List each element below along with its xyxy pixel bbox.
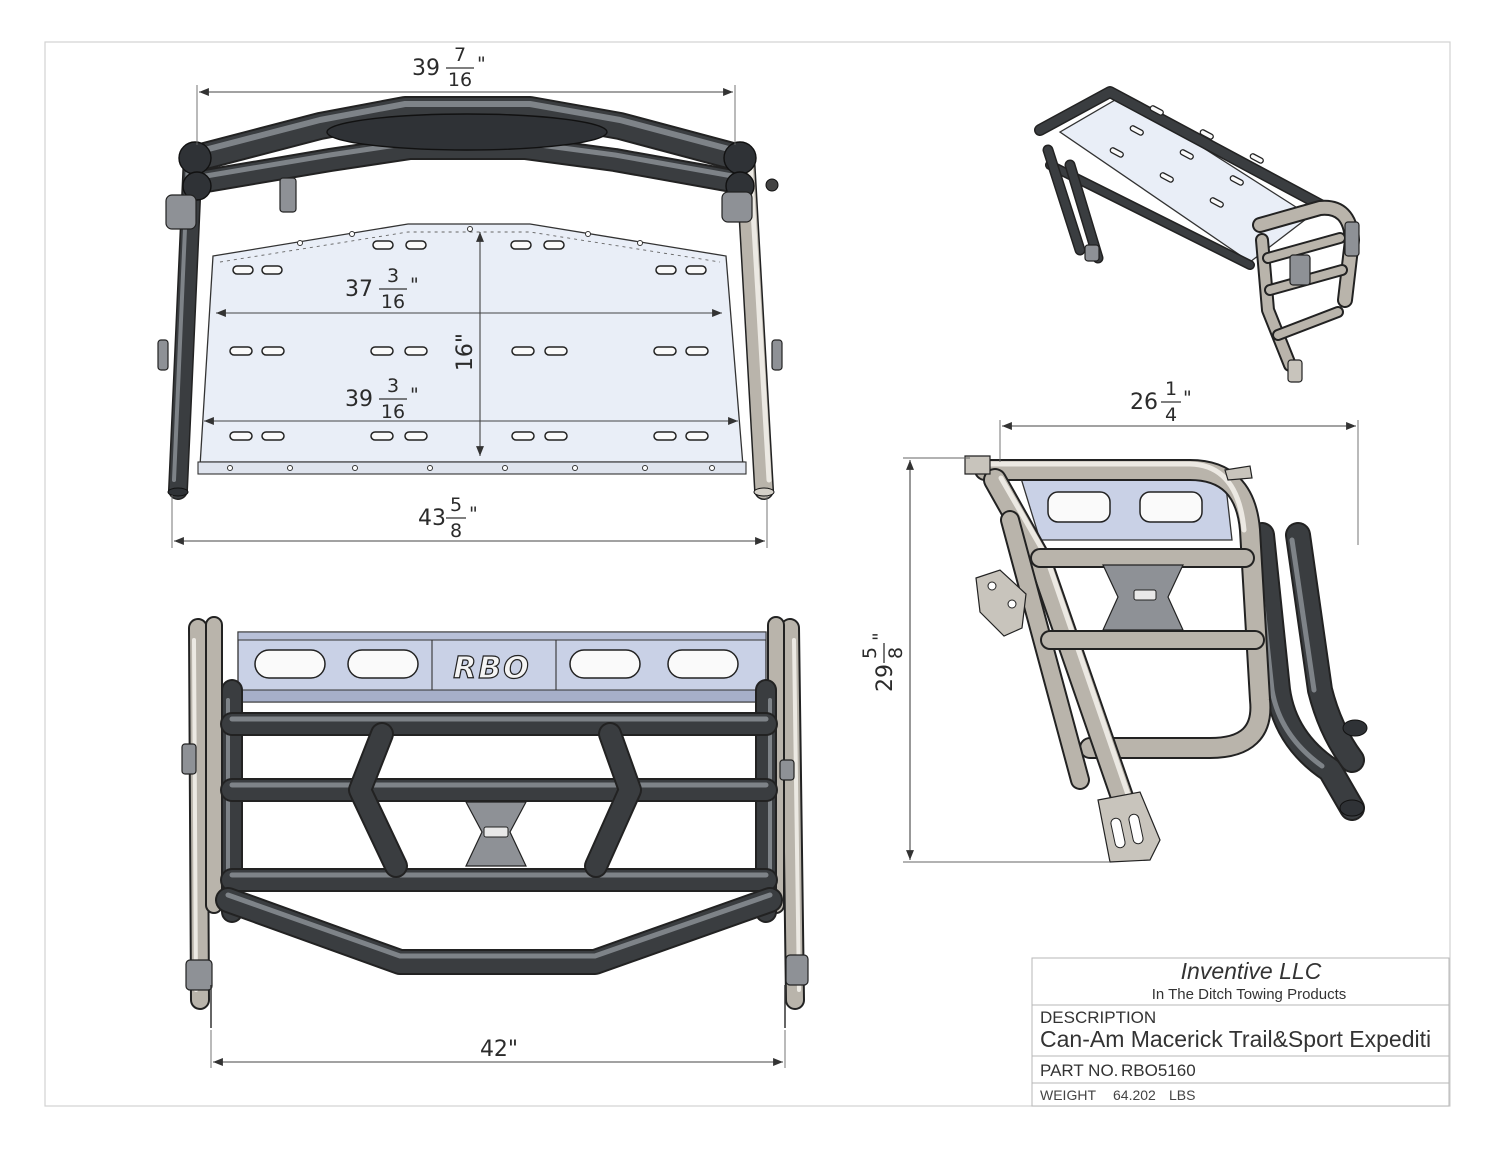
title-block-part-no-value: RBO5160: [1121, 1061, 1196, 1080]
top-view: [157, 96, 783, 500]
top-view-lower-slots: [229, 431, 709, 441]
dim-tray-width-den: 16: [381, 401, 405, 423]
dim-overall-width-unit: ": [469, 503, 478, 525]
dim-side-width: 26 1 4 ": [999, 378, 1359, 545]
title-block: Inventive LLC In The Ditch Towing Produc…: [1031, 957, 1450, 1107]
dim-top-width: 39 7 16 ": [196, 44, 736, 145]
dim-overall-width-whole: 43: [418, 506, 446, 531]
dim-inner-width: 37 3 16 ": [216, 265, 722, 317]
dim-side-height: 29 5 8 ": [859, 457, 1110, 863]
dim-side-width-whole: 26: [1130, 390, 1158, 415]
dim-tray-width-num: 3: [387, 375, 399, 397]
title-block-weight-label: WEIGHT: [1040, 1087, 1096, 1103]
dim-side-height-den: 8: [885, 647, 907, 659]
dim-top-width-den: 16: [448, 69, 472, 91]
dim-depth-text: 16": [453, 333, 478, 371]
dim-side-width-unit: ": [1183, 387, 1192, 409]
dim-tray-width-unit: ": [410, 384, 419, 406]
dim-inner-width-whole: 37: [345, 277, 373, 302]
side-view: [964, 455, 1368, 863]
title-block-description-value: Can-Am Macerick Trail&Sport Expediti: [1040, 1026, 1431, 1052]
title-block-weight-value: 64.202: [1113, 1087, 1156, 1103]
dim-front-width: 42": [210, 1030, 786, 1068]
dim-tray-width: 39 3 16 ": [204, 375, 738, 425]
dim-inner-width-num: 3: [387, 265, 399, 287]
front-view-logo: RBO: [453, 651, 530, 686]
title-block-company: Inventive LLC: [1181, 958, 1322, 984]
dim-side-height-unit: ": [869, 632, 891, 641]
title-block-part-no-label: PART NO.: [1040, 1061, 1118, 1080]
dim-inner-width-den: 16: [381, 291, 405, 313]
dim-overall-width: 43 5 8 ": [171, 494, 768, 548]
title-block-tagline: In The Ditch Towing Products: [1152, 986, 1347, 1003]
dim-side-height-num: 5: [859, 647, 881, 659]
drawing-border: [44, 41, 1451, 1107]
front-view: RBO: [181, 616, 809, 1028]
dim-front-width-text: 42": [480, 1037, 518, 1062]
dim-side-width-num: 1: [1165, 378, 1177, 400]
dim-inner-width-unit: ": [410, 274, 419, 296]
dim-overall-width-den: 8: [450, 520, 462, 542]
dim-top-width-unit: ": [477, 53, 486, 75]
dim-top-width-whole: 39: [412, 56, 440, 81]
dim-tray-width-whole: 39: [345, 387, 373, 412]
dim-top-width-num: 7: [454, 44, 466, 66]
top-view-upper-slots: [232, 240, 707, 275]
dim-overall-width-num: 5: [450, 494, 462, 516]
dim-side-height-whole: 29: [873, 664, 898, 692]
title-block-description-label: DESCRIPTION: [1040, 1008, 1156, 1027]
isometric-view: [1034, 86, 1360, 383]
title-block-weight-unit: LBS: [1169, 1087, 1195, 1103]
top-view-middle-slots: [229, 346, 709, 356]
dim-side-width-den: 4: [1165, 404, 1177, 426]
